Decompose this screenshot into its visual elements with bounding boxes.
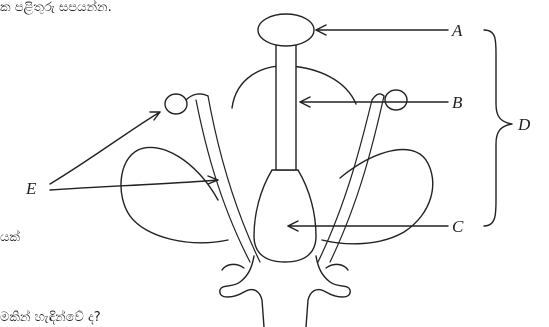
anther-right	[385, 90, 407, 110]
stigma	[258, 14, 314, 46]
ovary	[254, 170, 316, 262]
stamen-filament-right-outer	[318, 100, 372, 262]
label-a: A	[451, 21, 463, 40]
petal-right	[322, 150, 433, 244]
brace-d	[484, 30, 512, 226]
anther-right-connector	[372, 94, 384, 100]
sepal-right	[326, 264, 348, 270]
label-c: C	[452, 217, 464, 236]
pointer-e-line-lower	[50, 180, 218, 190]
label-d: D	[517, 115, 531, 134]
anther-left-connector	[186, 94, 208, 100]
pointer-e-upper-arrowhead	[150, 112, 160, 120]
sepal-left	[222, 264, 244, 270]
label-e: E	[25, 179, 37, 198]
stamen-filament-right-inner	[330, 96, 384, 262]
anther-left	[165, 94, 187, 114]
label-b: B	[452, 93, 463, 112]
petal-left	[121, 147, 228, 242]
style	[276, 44, 296, 170]
